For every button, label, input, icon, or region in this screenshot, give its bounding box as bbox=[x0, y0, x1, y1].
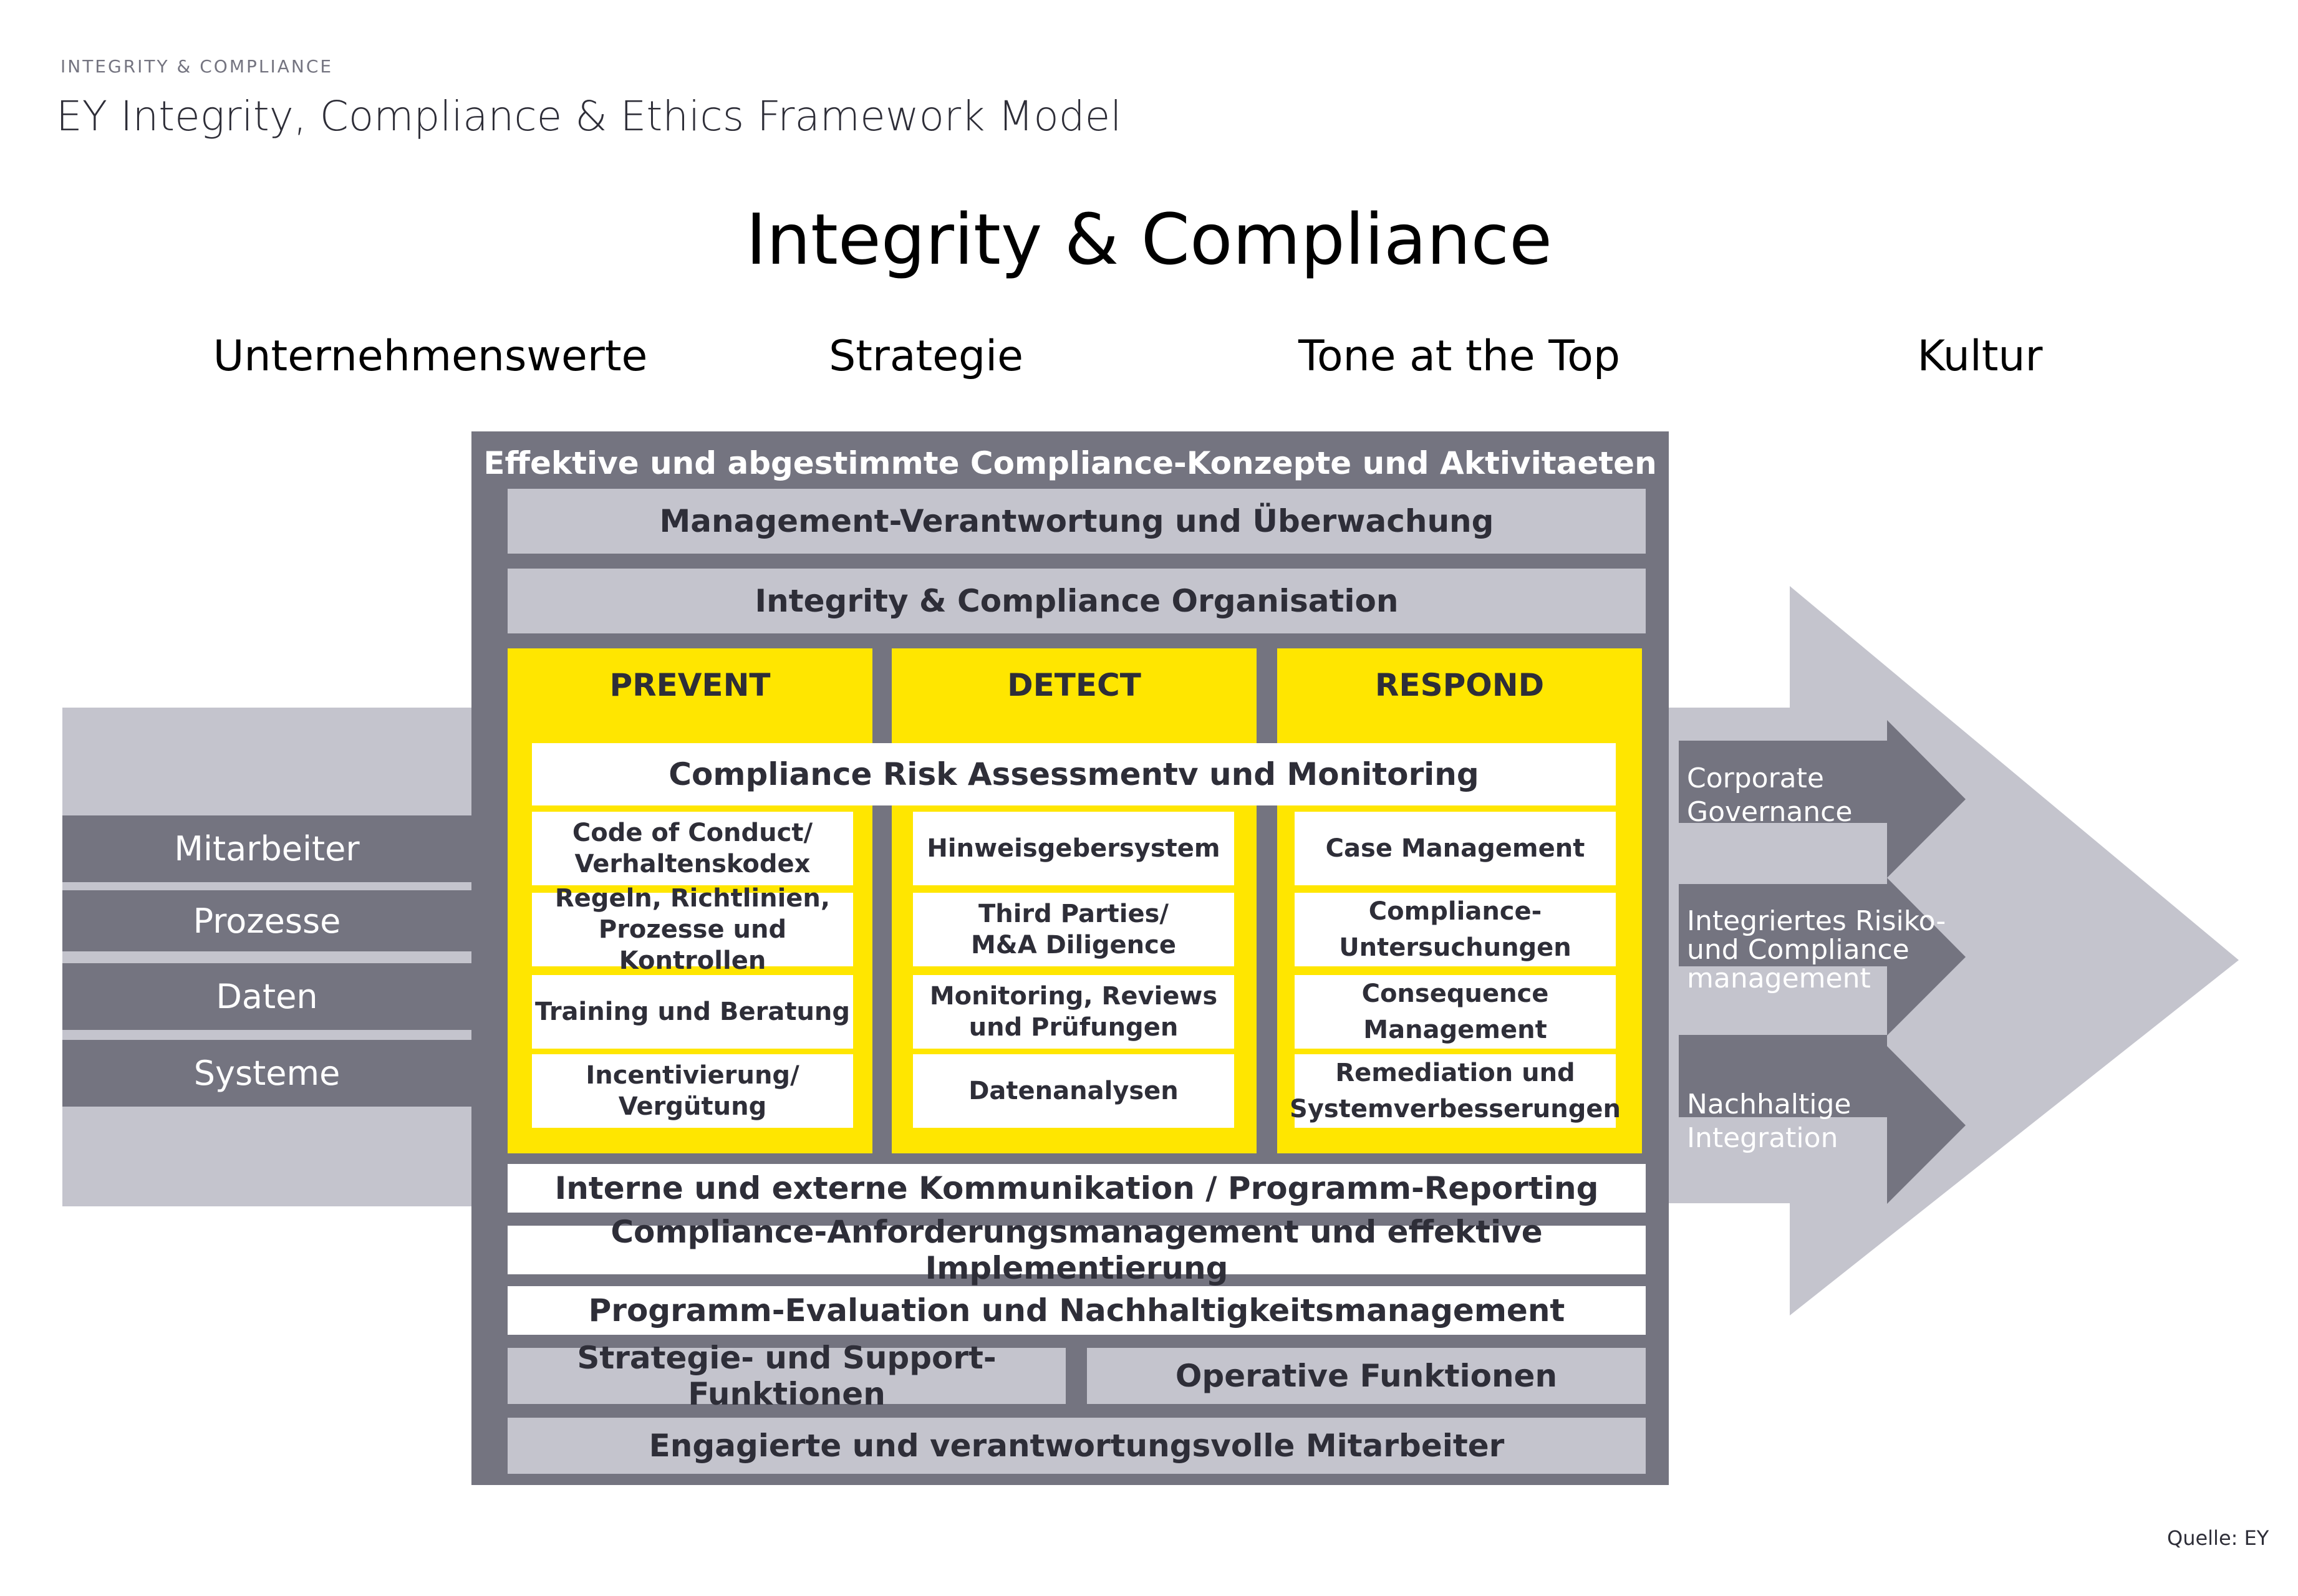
pillar-strategie: Strategie bbox=[829, 332, 1023, 381]
framework-box: Effektive und abgestimmte Compliance-Kon… bbox=[471, 431, 1669, 1485]
pillar-tone-at-the-top: Tone at the Top bbox=[1298, 332, 1621, 381]
section-kicker: INTEGRITY & COMPLIANCE bbox=[60, 56, 334, 77]
column-heading-respond: RESPOND bbox=[1374, 667, 1545, 703]
management-label: Management-Verantwortung und Überwachung bbox=[659, 503, 1494, 539]
strategy-support-label: Strategie- und Support-Funktionen bbox=[577, 1340, 997, 1412]
item-line: Management bbox=[1363, 1016, 1547, 1044]
risk-assessment-label: Compliance Risk Assessmentv und Monitori… bbox=[669, 756, 1479, 792]
item-line: Consequence bbox=[1361, 979, 1549, 1008]
management-bar: Management-Verantwortung und Überwachung bbox=[508, 489, 1646, 554]
detect-item: Third Parties/M&A Diligence bbox=[913, 893, 1234, 966]
column-heading-prevent: PREVENT bbox=[609, 667, 771, 703]
output-line: Nachhaltige bbox=[1687, 1089, 1851, 1120]
item-line: Remediation und bbox=[1335, 1059, 1575, 1087]
item-line: Verhaltenskodex bbox=[574, 850, 811, 878]
item-line: Vergütung bbox=[618, 1092, 767, 1121]
item-line: Third Parties/ bbox=[978, 900, 1169, 928]
item-line: Regeln, Richtlinien, bbox=[554, 884, 831, 913]
left-input-daten: Daten bbox=[62, 963, 471, 1030]
detect-item: Datenanalysen bbox=[913, 1054, 1234, 1128]
page-title: EY Integrity, Compliance & Ethics Framew… bbox=[56, 92, 1122, 140]
communication-label: Interne und externe Kommunikation / Prog… bbox=[554, 1170, 1599, 1206]
output-arrow-integration bbox=[1679, 1035, 1966, 1204]
right-output-arrow bbox=[1669, 586, 2239, 1315]
item-line: Systemverbesserungen bbox=[1290, 1095, 1621, 1123]
pillar-unternehmenswerte: Unternehmenswerte bbox=[213, 332, 648, 381]
left-input-systeme: Systeme bbox=[62, 1040, 471, 1107]
output-line: Integration bbox=[1687, 1122, 1838, 1154]
output-line: Governance bbox=[1687, 796, 1853, 828]
requirements-label: Compliance-Anforderungsmanagement und ef… bbox=[611, 1214, 1543, 1286]
item-line: Prozesse und Kontrollen bbox=[598, 915, 787, 975]
employees-label: Engagierte und verantwortungsvolle Mitar… bbox=[649, 1428, 1505, 1464]
left-input-label: Mitarbeiter bbox=[174, 829, 360, 868]
source-label: Quelle: EY bbox=[2167, 1526, 2269, 1550]
item-line: Compliance- bbox=[1368, 897, 1542, 926]
left-input-band bbox=[62, 708, 471, 1206]
output-line: management bbox=[1687, 963, 1871, 994]
item-line: Code of Conduct/ bbox=[572, 819, 813, 847]
evaluation-bar: Programm-Evaluation und Nachhaltigkeitsm… bbox=[508, 1286, 1646, 1335]
item-line: Incentivierung/ bbox=[586, 1061, 799, 1090]
left-input-mitarbeiter: Mitarbeiter bbox=[62, 815, 471, 882]
respond-item: Case Management bbox=[1295, 812, 1616, 885]
employees-bar: Engagierte und verantwortungsvolle Mitar… bbox=[508, 1418, 1646, 1474]
item-line: Hinweisgebersystem bbox=[927, 834, 1220, 863]
item-line: und Prüfungen bbox=[968, 1013, 1179, 1042]
prevent-item: Regeln, Richtlinien,Prozesse und Kontrol… bbox=[532, 884, 853, 975]
prevent-item: Code of Conduct/Verhaltenskodex bbox=[532, 812, 853, 885]
left-input-label: Prozesse bbox=[193, 901, 341, 941]
left-input-label: Daten bbox=[216, 977, 318, 1016]
pillar-kultur: Kultur bbox=[1917, 332, 2043, 381]
risk-assessment-bar: Compliance Risk Assessmentv und Monitori… bbox=[532, 743, 1616, 805]
requirements-bar: Compliance-Anforderungsmanagement und ef… bbox=[508, 1214, 1646, 1286]
strategy-support-bar: Strategie- und Support-Funktionen bbox=[508, 1340, 1066, 1412]
prevent-item: Incentivierung/Vergütung bbox=[532, 1054, 853, 1128]
organisation-bar: Integrity & Compliance Organisation bbox=[508, 569, 1646, 633]
output-label-governance: Corporate Governance bbox=[1687, 762, 1852, 829]
item-line: Untersuchungen bbox=[1339, 933, 1571, 962]
communication-bar: Interne und externe Kommunikation / Prog… bbox=[508, 1164, 1646, 1213]
evaluation-label: Programm-Evaluation und Nachhaltigkeitsm… bbox=[588, 1292, 1565, 1329]
left-input-label: Systeme bbox=[193, 1054, 340, 1093]
respond-item: Compliance- Untersuchungen bbox=[1295, 893, 1616, 966]
output-line: und Compliance bbox=[1687, 934, 1909, 966]
left-input-prozesse: Prozesse bbox=[62, 890, 471, 951]
prevent-item: Training und Beratung bbox=[532, 975, 853, 1049]
column-heading-detect: DETECT bbox=[1007, 667, 1141, 703]
diagram-title: Integrity & Compliance bbox=[745, 200, 1553, 281]
item-line: Training und Beratung bbox=[534, 998, 851, 1026]
operative-label: Operative Funktionen bbox=[1175, 1358, 1558, 1394]
operative-bar: Operative Funktionen bbox=[1087, 1348, 1646, 1404]
framework-top-label: Effektive und abgestimmte Compliance-Kon… bbox=[483, 445, 1657, 481]
organisation-label: Integrity & Compliance Organisation bbox=[755, 583, 1399, 619]
output-label-integration: Nachhaltige Integration bbox=[1687, 1088, 1851, 1155]
item-line: M&A Diligence bbox=[971, 931, 1176, 959]
output-line: Integriertes Risiko- bbox=[1687, 905, 1946, 937]
item-line: Case Management bbox=[1325, 834, 1585, 863]
item-line: Monitoring, Reviews bbox=[929, 982, 1218, 1011]
output-line: Corporate bbox=[1687, 762, 1824, 794]
detect-item: Hinweisgebersystem bbox=[913, 812, 1234, 885]
item-line: Datenanalysen bbox=[968, 1077, 1179, 1105]
output-arrow-risk bbox=[1679, 878, 1966, 1036]
output-label-risk: Integriertes Risiko- und Compliance mana… bbox=[1687, 907, 1946, 993]
output-arrow-governance bbox=[1679, 720, 1966, 878]
